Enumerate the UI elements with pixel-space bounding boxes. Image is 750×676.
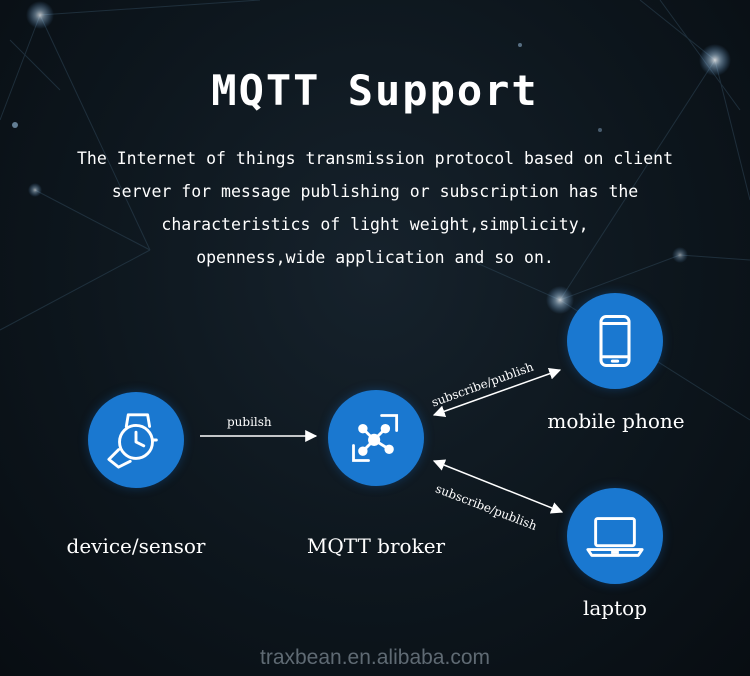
description-line: server for message publishing or subscri… xyxy=(111,182,639,201)
laptop-node xyxy=(567,488,663,584)
device-sensor-label: device/sensor xyxy=(66,534,206,558)
device-sensor-node xyxy=(88,392,184,488)
publish-edge-label: pubilsh xyxy=(227,415,272,429)
laptop-link-arrow xyxy=(432,459,564,514)
network-hub-icon xyxy=(352,414,399,462)
description: The Internet of things transmission prot… xyxy=(55,142,695,274)
mobile-phone-node xyxy=(567,293,663,389)
phone-link-arrow xyxy=(432,367,562,418)
description-line: characteristics of light weight,simplici… xyxy=(161,215,589,234)
description-line: openness,wide application and so on. xyxy=(196,248,554,267)
laptop-label: laptop xyxy=(582,596,647,620)
page-title: MQTT Support xyxy=(211,66,539,115)
description-line: The Internet of things transmission prot… xyxy=(76,149,674,168)
watermark: traxbean.en.alibaba.com xyxy=(260,646,490,669)
mobile-phone-label: mobile phone xyxy=(547,409,685,433)
mqtt-broker-label: MQTT broker xyxy=(306,534,446,558)
watch-icon xyxy=(107,413,158,469)
mqtt-broker-node xyxy=(328,390,424,486)
smartphone-icon xyxy=(599,314,631,368)
laptop-icon xyxy=(586,517,644,557)
